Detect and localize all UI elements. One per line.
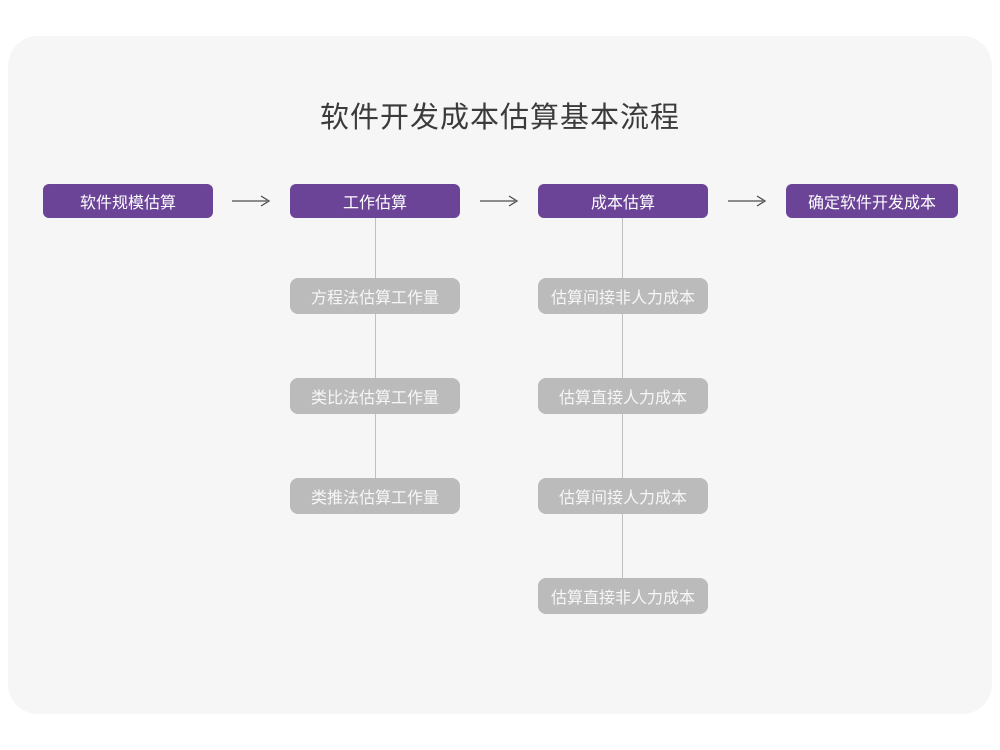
flow-arrow-1-icon [232,195,271,207]
method-extrapolation-estimation: 类推法估算工作量 [290,478,460,514]
method-analogy-estimation: 类比法估算工作量 [290,378,460,414]
connector-effort-column [375,217,376,497]
cost-direct-labor: 估算直接人力成本 [538,378,708,414]
method-equation-estimation: 方程法估算工作量 [290,278,460,314]
flow-arrow-2-icon [480,195,519,207]
stage-cost-estimation: 成本估算 [538,184,708,218]
diagram-title: 软件开发成本估算基本流程 [319,102,680,134]
stage-size-estimation: 软件规模估算 [43,184,213,218]
stage-final-dev-cost: 确定软件开发成本 [786,184,958,218]
cost-indirect-non-labor: 估算间接非人力成本 [538,278,708,314]
stage-effort-estimation: 工作估算 [290,184,460,218]
flow-arrow-3-icon [728,195,767,207]
cost-direct-non-labor: 估算直接非人力成本 [538,578,708,614]
diagram-card: 软件开发成本估算基本流程 软件规模估算 工作估算 成本估算 确定软件开发成本 方… [8,36,992,714]
cost-indirect-labor: 估算间接人力成本 [538,478,708,514]
